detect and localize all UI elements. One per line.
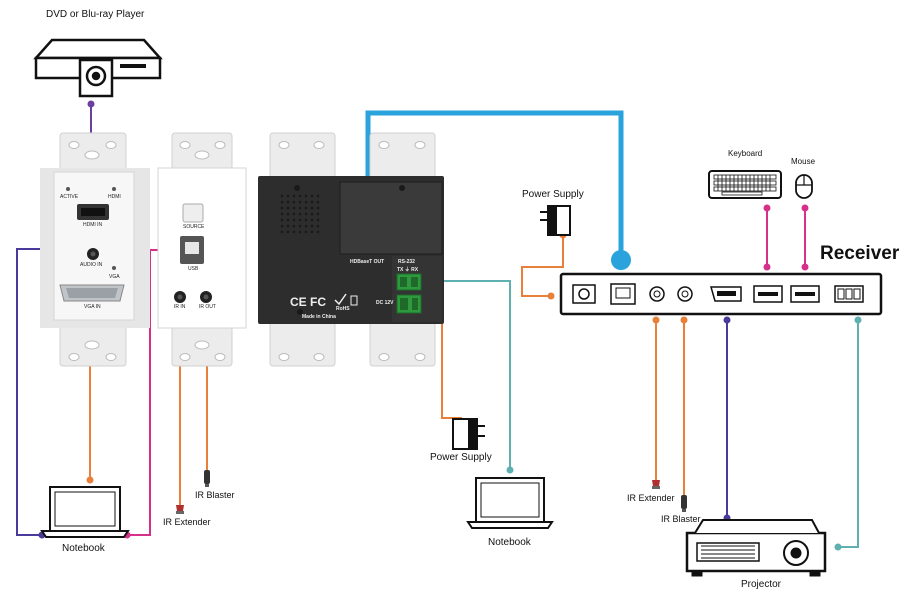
- hdmi-in-label: HDMI IN: [83, 222, 103, 228]
- power-supply-label-top: Power Supply: [522, 189, 584, 200]
- rs232-label: RS-232: [398, 259, 415, 265]
- notebook-icon-left: [40, 486, 130, 538]
- vga-cable-notebook: [16, 248, 57, 536]
- wall-plate-av: [40, 132, 150, 367]
- ir-blaster-label-right: IR Blaster: [661, 514, 701, 524]
- ir-extender-label-left: IR Extender: [163, 517, 211, 527]
- rs232-cable-notebook: [436, 280, 511, 470]
- active-led-label: ACTIVE: [60, 194, 79, 200]
- ir-extender-icon-left: [176, 505, 184, 514]
- ir-blaster-label-left: IR Blaster: [195, 490, 235, 500]
- audio-in-label: AUDIO IN: [80, 262, 103, 268]
- vga-in-label: VGA IN: [84, 304, 101, 310]
- projector-icon: [685, 519, 827, 577]
- dvd-player-icon: [33, 38, 163, 98]
- ir-out-label: IR OUT: [199, 304, 216, 310]
- usb-port-label: USB: [188, 266, 199, 272]
- ir-in-label: IR IN: [174, 304, 186, 310]
- mouse-icon: [795, 174, 813, 199]
- hdmi-led-label: HDMI: [108, 194, 121, 200]
- notebook-icon-mid: [466, 477, 554, 529]
- wall-plate-usb-ir: [157, 132, 247, 367]
- source-button-label: SOURCE: [183, 224, 205, 230]
- projector-label: Projector: [741, 579, 782, 590]
- ir-extender-label-right: IR Extender: [627, 493, 675, 503]
- txrx-label: TX ⏚ RX: [397, 267, 419, 273]
- keyboard-icon: [708, 170, 782, 199]
- keyboard-label: Keyboard: [728, 149, 763, 158]
- receiver-label: Receiver: [820, 243, 900, 264]
- ir-extender-icon-right: [652, 480, 660, 489]
- ir-blaster-icon-right: [681, 495, 687, 512]
- serial-cable-projector: [838, 320, 859, 548]
- ce-fc-mark: CE FC: [290, 295, 326, 309]
- power-supply-label-mid: Power Supply: [430, 452, 492, 463]
- dvd-player-label: DVD or Blu-ray Player: [46, 9, 145, 20]
- made-in-label: Made in China: [302, 314, 336, 320]
- rohs-label: RoHS: [336, 306, 350, 312]
- receiver-unit: [559, 272, 883, 316]
- notebook-label-mid: Notebook: [488, 537, 531, 548]
- ir-blaster-icon-left: [204, 470, 210, 487]
- power-supply-icon-top: [540, 205, 571, 236]
- hdbaset-out-label: HDBaseT OUT: [350, 259, 385, 265]
- dc-input-label: DC 12V: [376, 300, 394, 306]
- notebook-label-left: Notebook: [62, 543, 105, 554]
- vga-led-label: VGA: [109, 274, 120, 280]
- power-cable-receiver: [521, 235, 564, 297]
- mouse-label: Mouse: [791, 157, 816, 166]
- power-supply-icon-mid: [452, 418, 485, 450]
- vent-grille: [280, 194, 320, 234]
- hdbaset-transmitter: CE FC: [258, 132, 444, 367]
